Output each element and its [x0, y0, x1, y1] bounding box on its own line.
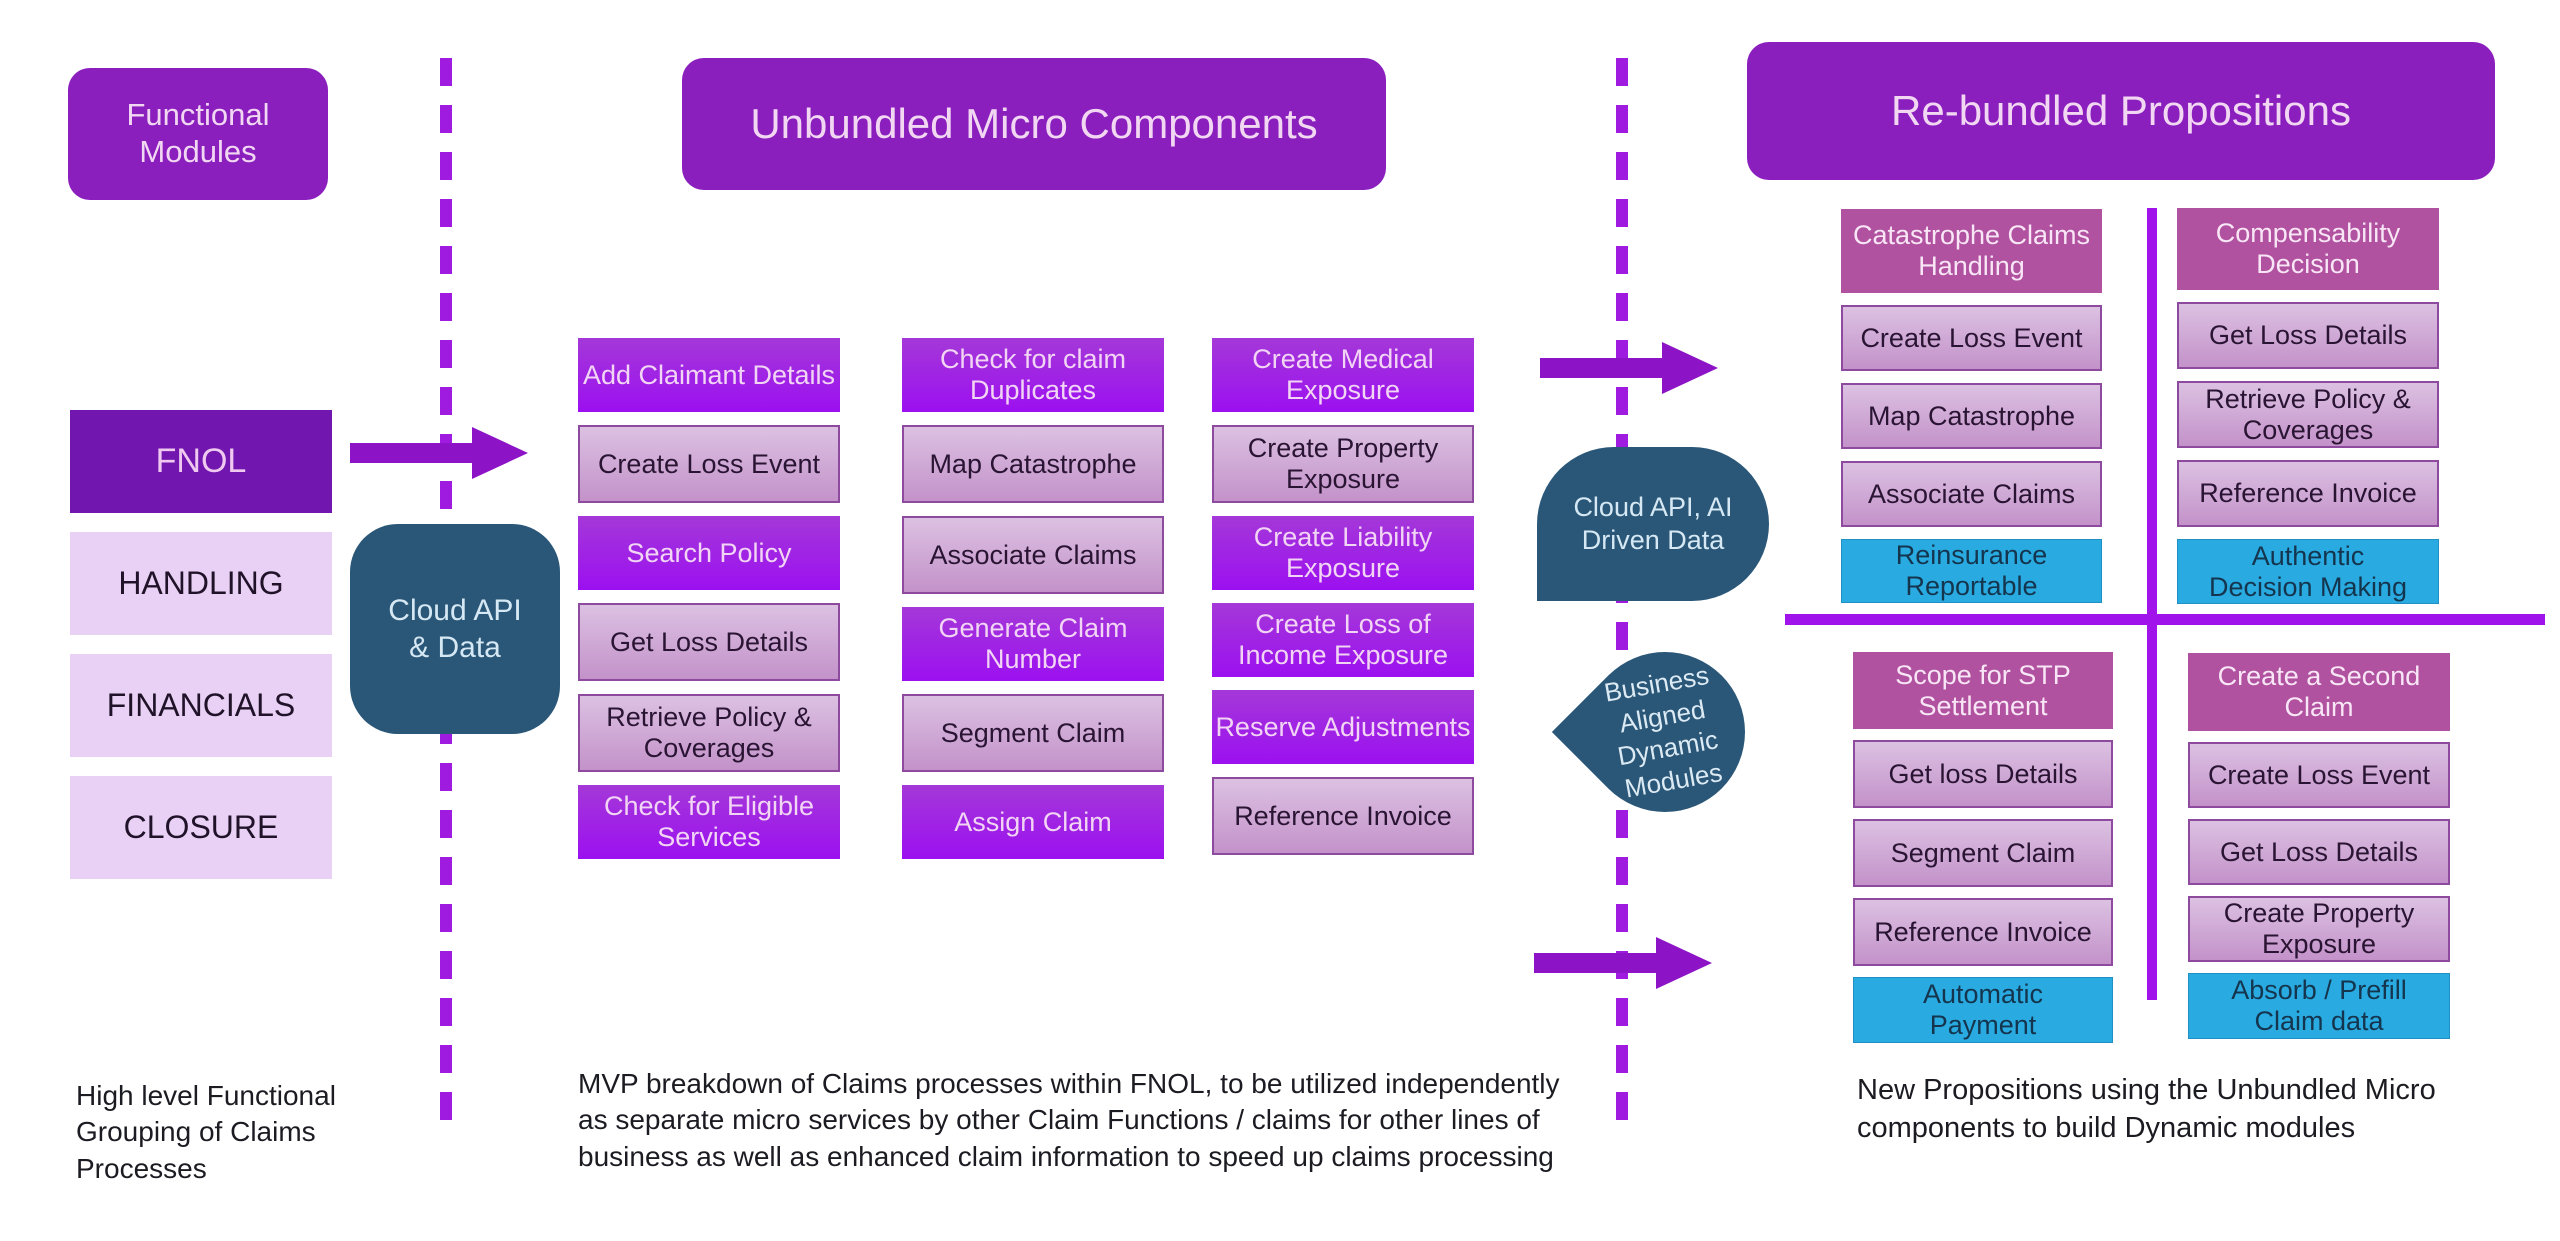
business-bubble-label: Business Aligned Dynamic Modules [1601, 659, 1725, 804]
arrow-right-icon [1534, 937, 1712, 989]
quadrant-divider-horizontal [1785, 614, 2545, 625]
micro-component: Search Policy [578, 516, 840, 590]
micro-components-column-2: Check for claim Duplicates Map Catastrop… [902, 338, 1164, 859]
micro-component: Create Loss Event [578, 425, 840, 503]
micro-component: Check for claim Duplicates [902, 338, 1164, 412]
proposition-highlight: Authentic Decision Making [2177, 539, 2439, 604]
proposition-highlight: Reinsurance Reportable [1841, 539, 2102, 603]
functional-modules-header: Functional Modules [68, 68, 328, 200]
quadrant-catastrophe-claims-handling: Catastrophe Claims Handling Create Loss … [1841, 209, 2102, 603]
functional-modules-list: FNOL HANDLING FINANCIALS CLOSURE [70, 410, 332, 879]
quadrant-divider-vertical [2147, 208, 2157, 1000]
proposition-item: Create Property Exposure [2188, 896, 2450, 962]
proposition-item: Map Catastrophe [1841, 383, 2102, 449]
micro-component: Map Catastrophe [902, 425, 1164, 503]
quadrant-scope-for-stp-settlement: Scope for STP Settlement Get loss Detail… [1853, 652, 2113, 1043]
micro-component: Create Liability Exposure [1212, 516, 1474, 590]
quadrant-compensability-decision: Compensability Decision Get Loss Details… [2177, 208, 2439, 604]
quadrant-create-a-second-claim: Create a Second Claim Create Loss Event … [2188, 653, 2450, 1039]
micro-component: Reserve Adjustments [1212, 690, 1474, 764]
rebundled-propositions-header: Re-bundled Propositions [1747, 42, 2495, 180]
module-financials: FINANCIALS [70, 654, 332, 757]
business-aligned-dynamic-modules-bubble: Business Aligned Dynamic Modules [1551, 618, 1779, 846]
right-caption: New Propositions using the Unbundled Mic… [1857, 1074, 2436, 1144]
micro-component: Generate Claim Number [902, 607, 1164, 681]
arrow-right-icon [350, 427, 528, 479]
micro-component: Create Property Exposure [1212, 425, 1474, 503]
module-closure: CLOSURE [70, 776, 332, 879]
micro-component: Get Loss Details [578, 603, 840, 681]
proposition-title: Catastrophe Claims Handling [1841, 209, 2102, 293]
module-fnol: FNOL [70, 410, 332, 513]
proposition-title: Scope for STP Settlement [1853, 652, 2113, 729]
proposition-item: Reference Invoice [2177, 460, 2439, 527]
module-handling: HANDLING [70, 532, 332, 635]
proposition-item: Get Loss Details [2177, 302, 2439, 369]
proposition-highlight: Automatic Payment [1853, 977, 2113, 1043]
cloud-api-data-box: Cloud API & Data [350, 524, 560, 734]
proposition-highlight: Absorb / Prefill Claim data [2188, 973, 2450, 1039]
micro-component: Reference Invoice [1212, 777, 1474, 855]
proposition-item: Get Loss Details [2188, 819, 2450, 885]
middle-caption: MVP breakdown of Claims processes within… [578, 1068, 1560, 1172]
micro-components-column-3: Create Medical Exposure Create Property … [1212, 338, 1474, 855]
micro-components-column-1: Add Claimant Details Create Loss Event S… [578, 338, 840, 859]
micro-component: Check for Eligible Services [578, 785, 840, 859]
proposition-item: Associate Claims [1841, 461, 2102, 527]
micro-component: Associate Claims [902, 516, 1164, 594]
proposition-item: Retrieve Policy & Coverages [2177, 381, 2439, 448]
proposition-item: Reference Invoice [1853, 898, 2113, 966]
micro-component: Add Claimant Details [578, 338, 840, 412]
proposition-title: Create a Second Claim [2188, 653, 2450, 731]
proposition-item: Segment Claim [1853, 819, 2113, 887]
arrow-right-icon [1540, 342, 1718, 394]
proposition-title: Compensability Decision [2177, 208, 2439, 290]
proposition-item: Get loss Details [1853, 740, 2113, 808]
unbundled-micro-components-header: Unbundled Micro Components [682, 58, 1386, 190]
micro-component: Retrieve Policy & Coverages [578, 694, 840, 772]
micro-component: Create Loss of Income Exposure [1212, 603, 1474, 677]
proposition-item: Create Loss Event [2188, 742, 2450, 808]
left-caption: High level Functional Grouping of Claims… [76, 1080, 336, 1184]
micro-component: Segment Claim [902, 694, 1164, 772]
proposition-item: Create Loss Event [1841, 305, 2102, 371]
micro-component: Assign Claim [902, 785, 1164, 859]
micro-component: Create Medical Exposure [1212, 338, 1474, 412]
cloud-ai-driven-data-bubble: Cloud API, AI Driven Data [1537, 447, 1769, 601]
